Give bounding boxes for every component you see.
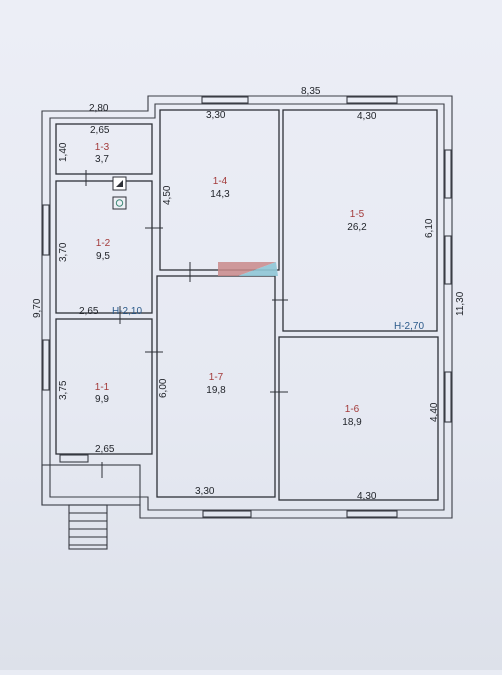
room-1-6-outline bbox=[278, 336, 439, 501]
room-1-2-area: 9,5 bbox=[96, 251, 110, 262]
window bbox=[444, 149, 452, 199]
windows bbox=[42, 96, 452, 518]
level-left: Н-2,10 bbox=[112, 306, 142, 317]
window bbox=[201, 96, 249, 104]
room-1-2-outline bbox=[55, 180, 153, 314]
dim-room-1-6-height: 4,40 bbox=[429, 402, 440, 422]
fixtures bbox=[112, 176, 278, 276]
porch-outline bbox=[41, 464, 141, 506]
room-1-4-area: 14,3 bbox=[210, 189, 230, 200]
dim-room-1-5-height: 6,10 bbox=[424, 218, 435, 238]
dim-room-1-4-height: 4,50 bbox=[162, 185, 173, 205]
room-1-1-code: 1-1 bbox=[95, 382, 110, 393]
porch bbox=[41, 464, 141, 550]
dim-room-1-6-width: 4,30 bbox=[357, 491, 377, 502]
dim-top-left: 2,80 bbox=[89, 103, 109, 114]
dim-room-1-1-height: 3,75 bbox=[58, 380, 69, 400]
room-1-6-area: 18,9 bbox=[342, 417, 362, 428]
room-1-4-code: 1-4 bbox=[213, 176, 228, 187]
room-1-1-area: 9,9 bbox=[95, 394, 109, 405]
boiler-circle-icon bbox=[115, 199, 124, 207]
room-1-3-code: 1-3 bbox=[95, 142, 110, 153]
window bbox=[42, 339, 50, 391]
dim-room-1-3-height: 1,40 bbox=[58, 142, 69, 162]
room-1-1-outline bbox=[55, 318, 153, 455]
doors bbox=[85, 170, 288, 478]
room-1-5-code: 1-5 bbox=[350, 209, 365, 220]
window bbox=[346, 96, 398, 104]
rooms bbox=[55, 109, 439, 501]
dim-room-1-7-width: 3,30 bbox=[195, 486, 215, 497]
room-1-3-area: 3,7 bbox=[95, 154, 109, 165]
dimension-labels: 2,80 8,35 2,65 3,30 4,30 2,65 2,65 3,30 … bbox=[32, 86, 466, 502]
room-1-5-area: 26,2 bbox=[347, 222, 367, 233]
dim-room-1-5-width: 4,30 bbox=[357, 111, 377, 122]
outer-wall-inner-line bbox=[49, 103, 445, 511]
dim-room-1-2-height: 3,70 bbox=[58, 242, 69, 262]
room-1-3-outline bbox=[55, 123, 153, 175]
room-1-2-code: 1-2 bbox=[96, 238, 111, 249]
window bbox=[444, 235, 452, 285]
boiler-icon bbox=[112, 196, 127, 210]
stair-hatch-blue bbox=[238, 262, 278, 276]
window bbox=[346, 510, 398, 518]
dim-overall-left: 9,70 bbox=[32, 298, 43, 318]
dim-top-overall: 8,35 bbox=[301, 86, 321, 97]
dim-room-1-4-width: 3,30 bbox=[206, 110, 226, 121]
window bbox=[444, 371, 452, 423]
stair-hatch bbox=[218, 262, 276, 276]
room-labels: 1-3 3,7 1-2 9,5 1-1 9,9 1-4 14,3 1-5 26,… bbox=[95, 142, 367, 428]
entry-steps bbox=[68, 504, 108, 550]
room-1-7-area: 19,8 bbox=[206, 385, 226, 396]
stove-fill bbox=[116, 180, 123, 187]
window bbox=[202, 510, 252, 518]
room-1-7-code: 1-7 bbox=[209, 372, 224, 383]
window bbox=[59, 454, 89, 463]
dim-room-1-2-width: 2,65 bbox=[79, 306, 99, 317]
dim-overall-right: 11,30 bbox=[455, 291, 466, 316]
room-1-6-code: 1-6 bbox=[345, 404, 360, 415]
dim-room-1-7-height: 6,00 bbox=[158, 378, 169, 398]
window bbox=[42, 204, 50, 256]
level-right: Н-2,70 bbox=[394, 321, 424, 332]
dim-room-1-3-width: 2,65 bbox=[90, 125, 110, 136]
room-1-7-outline bbox=[156, 275, 276, 498]
dim-room-1-1-width: 2,65 bbox=[95, 444, 115, 455]
steps-outline bbox=[68, 504, 108, 550]
room-1-5-outline bbox=[282, 109, 438, 332]
